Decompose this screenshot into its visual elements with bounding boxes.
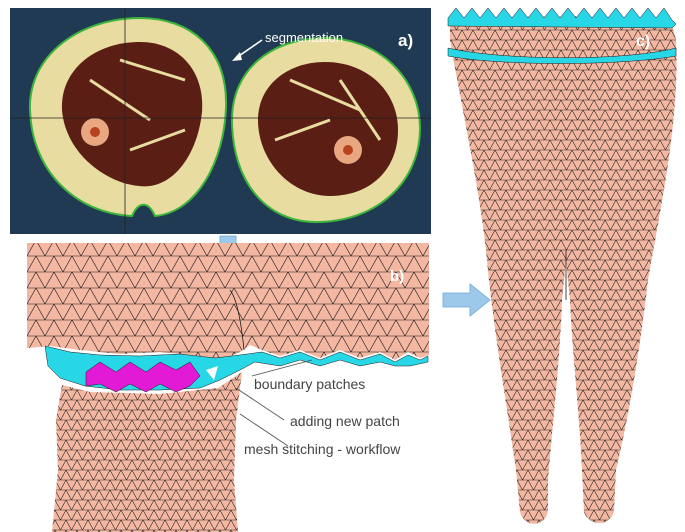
boundary-patches-label: boundary patches — [254, 376, 365, 392]
adding-new-patch-label: adding new patch — [290, 413, 400, 429]
top-rim-patches — [448, 8, 676, 28]
right-femur-marrow — [343, 145, 353, 155]
panel-a-tag: a) — [398, 31, 413, 50]
panel-b-mesh — [27, 243, 429, 532]
hip-mesh-wireframe — [27, 243, 429, 360]
right-arrow — [443, 284, 490, 316]
thigh-mesh-wireframe — [52, 372, 242, 532]
panel-c-tag: c) — [636, 33, 650, 50]
left-femur-marrow — [90, 127, 100, 137]
legs-mesh-wireframe — [450, 16, 677, 524]
new-patch-leader — [236, 388, 284, 420]
mesh-stitching-label: mesh stitching - workflow — [244, 441, 401, 457]
panel-b-tag: b) — [390, 268, 404, 285]
panel-c-legs — [448, 8, 677, 524]
panel-a-photo: segmentation a) — [10, 8, 431, 234]
segmentation-label: segmentation — [265, 30, 343, 45]
